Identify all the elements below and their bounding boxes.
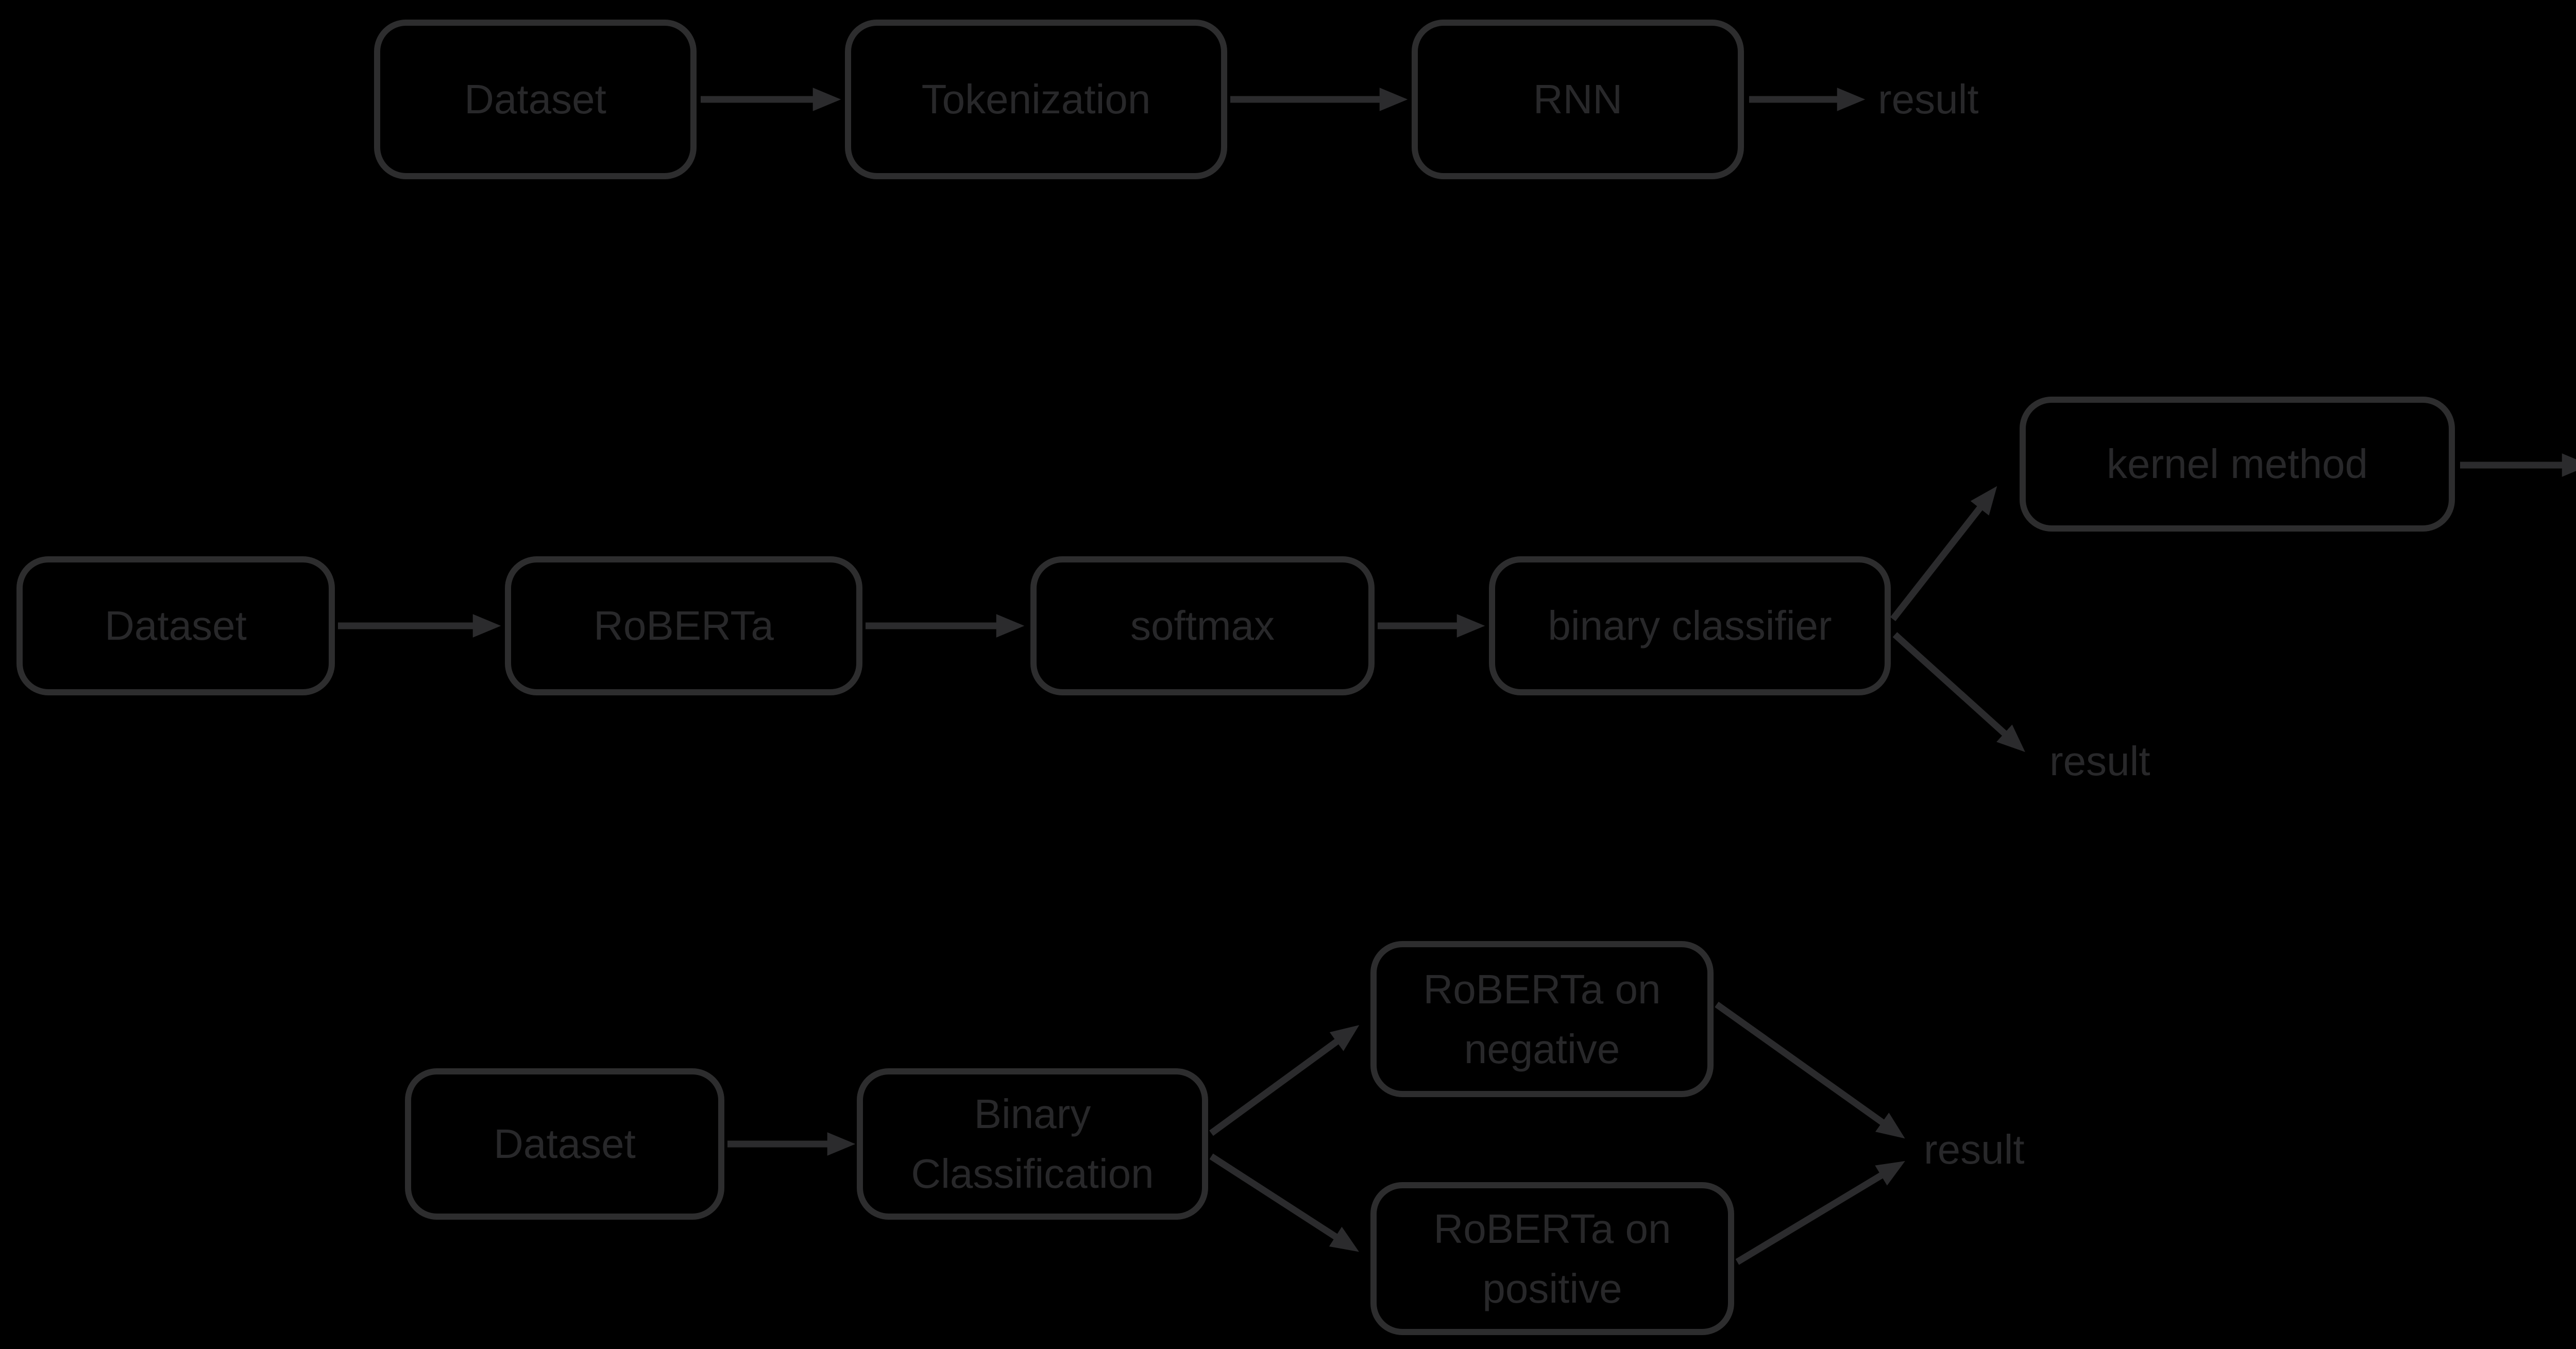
arrow-r3-binary-classification-to-roberta-negative xyxy=(1209,1025,1360,1136)
node-label: Dataset xyxy=(494,1121,636,1167)
node-label: RNN xyxy=(1533,76,1623,122)
node-label: binary classifier xyxy=(1548,603,1832,648)
node-label: Dataset xyxy=(105,603,247,648)
arrow-r3-roberta-positive-to-result xyxy=(1735,1161,1905,1265)
label-r3-result: result xyxy=(1924,1126,2025,1172)
node-r2-softmax: softmax xyxy=(1030,556,1375,695)
node-r2-binary-classifier: binary classifier xyxy=(1489,556,1891,695)
node-r2-kernel-method: kernel method xyxy=(2020,397,2455,532)
node-r3-roberta-positive: RoBERTa on positive xyxy=(1370,1182,1734,1335)
node-label: Tokenization xyxy=(921,76,1151,122)
arrow-r2-binary-classifier-to-result xyxy=(1892,632,2025,753)
node-r3-roberta-negative: RoBERTa on negative xyxy=(1370,941,1714,1097)
node-r1-rnn: RNN xyxy=(1412,20,1744,179)
label-r2-result-direct: result xyxy=(2049,738,2150,784)
node-label: RoBERTa on positive xyxy=(1433,1205,1671,1311)
node-r2-roberta: RoBERTa xyxy=(505,556,862,695)
node-label: RoBERTa on negative xyxy=(1423,966,1661,1072)
node-label: kernel method xyxy=(2107,441,2368,487)
node-r1-dataset: Dataset xyxy=(374,20,697,179)
node-r2-dataset: Dataset xyxy=(16,556,335,695)
arrow-r3-binary-classification-to-roberta-positive xyxy=(1209,1153,1359,1252)
node-label: RoBERTa xyxy=(594,603,774,648)
arrow-r2-binary-classifier-to-kernel-method xyxy=(1890,486,1997,622)
node-label: Dataset xyxy=(464,76,606,122)
node-label: softmax xyxy=(1130,603,1275,648)
node-r1-tokenization: Tokenization xyxy=(845,20,1227,179)
arrow-r3-roberta-negative-to-result xyxy=(1715,1001,1905,1139)
label-r1-result: result xyxy=(1878,76,1979,122)
node-r3-dataset: Dataset xyxy=(405,1068,724,1220)
node-label: Binary Classification xyxy=(911,1091,1154,1197)
node-r3-binary-classification: Binary Classification xyxy=(857,1068,1208,1220)
